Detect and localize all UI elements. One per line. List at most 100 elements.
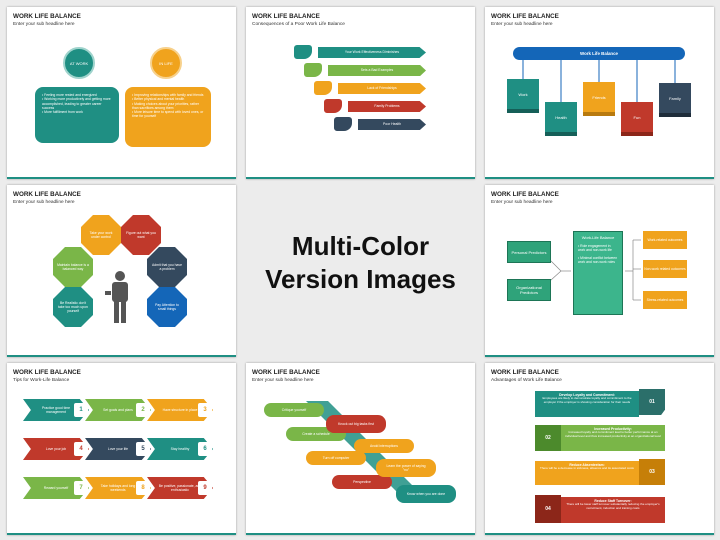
slide-title: WORK LIFE BALANCE	[491, 369, 559, 376]
step-number: 4	[74, 442, 88, 456]
heading-line-1: Multi-Color	[291, 231, 430, 261]
slide-title: WORK LIFE BALANCE	[491, 13, 559, 20]
thumbs-down-icon	[324, 99, 342, 113]
advantage-box: Reduce Staff Turnover: There will be low…	[561, 497, 665, 523]
slide-thumbnail-4[interactable]: WORK LIFE BALANCE Enter your sub headlin…	[7, 185, 236, 357]
slide-title: WORK LIFE BALANCE	[13, 13, 81, 20]
outcome-box: Work-related outcomes	[643, 231, 687, 249]
step-number: 3	[198, 403, 212, 417]
step-number: 7	[74, 481, 88, 495]
slide-thumbnail-6[interactable]: WORK LIFE BALANCE Tips for Work-Life Bal…	[7, 363, 236, 535]
heading-line-2: Version Images	[265, 264, 456, 295]
step-number: 8	[136, 481, 150, 495]
slide-subtitle: Advantages of Work Life Balance	[491, 378, 562, 383]
step-number: 5	[136, 442, 150, 456]
at-work-label: AT WORK	[69, 60, 89, 66]
slide-thumbnail-7[interactable]: WORK LIFE BALANCE Enter your sub headlin…	[246, 363, 475, 535]
item-box: Family	[659, 83, 691, 117]
step-number: 1	[74, 403, 88, 417]
slide-subtitle: Enter your sub headline here	[13, 22, 75, 27]
list-item: • Role engagement in work and non-work l…	[578, 244, 612, 253]
slide-subtitle: Enter your sub headline here	[252, 378, 314, 383]
outcome-box: Non-work related outcomes	[643, 260, 687, 278]
list-item: • Making choices about your priorities, …	[132, 101, 199, 110]
slide-title: WORK LIFE BALANCE	[13, 369, 81, 376]
tip-chevron: Love your job	[23, 438, 89, 460]
item-box: Friends	[583, 82, 615, 116]
tip-chevron: Reward yourself	[23, 477, 89, 499]
thumbs-down-icon	[334, 117, 352, 131]
outcome-box: Stress-related outcomes	[643, 291, 687, 309]
advantage-heading: Reduce Absenteeism:	[569, 463, 605, 467]
step-number: 2	[136, 403, 150, 417]
tip-pill: Avoid interruptions	[354, 439, 414, 453]
list-item: • Working more productively and getting …	[42, 97, 111, 110]
slide-thumbnail-1[interactable]: WORK LIFE BALANCE Enter your sub headlin…	[7, 7, 236, 179]
person-icon	[105, 271, 128, 323]
list-item: Family Problems	[348, 101, 426, 112]
list-item: • Improving relationships with family an…	[132, 93, 204, 97]
tip-octagon: Maintain balance is a balanced way	[53, 247, 93, 287]
advantage-box: Develop Loyalty and Commitment: Employee…	[535, 391, 639, 417]
tip-pill: Turn off computer	[306, 451, 366, 465]
tip-chevron: Love your life	[85, 438, 151, 460]
slide-title: WORK LIFE BALANCE	[252, 369, 320, 376]
slide-thumbnail-3[interactable]: WORK LIFE BALANCE Enter your sub headlin…	[485, 7, 714, 179]
box-heading: Work-Life Balance	[581, 235, 615, 240]
item-box: Work	[507, 79, 539, 113]
slide-subtitle: Enter your sub headline here	[491, 22, 553, 27]
list-item: • Better physical and mental health	[132, 97, 185, 102]
tip-pill: Critique yourself	[264, 403, 324, 417]
list-item: Sets a Bad Examples	[328, 65, 426, 76]
tip-pill: Perspective	[332, 475, 392, 489]
step-number: 9	[198, 481, 212, 495]
thumbs-down-icon	[294, 45, 312, 59]
tip-pill: Know when you are done	[396, 485, 456, 503]
connector-lines	[522, 60, 676, 102]
advantage-heading: Develop Loyalty and Commitment:	[559, 393, 615, 397]
slide-thumbnail-5[interactable]: WORK LIFE BALANCE Enter your sub headlin…	[485, 185, 714, 357]
tip-octagon: Be Realistic don't take too much upon yo…	[53, 287, 93, 327]
predictor-box: Organizational Predictors	[507, 279, 551, 301]
slide-title: WORK LIFE BALANCE	[13, 191, 81, 198]
advantage-box: Reduce Absenteeism: There will be a decr…	[535, 461, 639, 485]
thumbs-down-icon	[314, 81, 332, 95]
advantage-number: 01	[639, 389, 665, 415]
in-life-label: IN LIFE	[159, 60, 173, 66]
predictor-box: Personal Predictors	[507, 241, 551, 263]
slide-subtitle: Enter your sub headline here	[13, 200, 75, 205]
advantage-body: Employees are likely to demonstrate loya…	[542, 396, 632, 404]
advantage-number: 03	[639, 459, 665, 485]
tip-chevron: Stay healthy	[147, 438, 213, 460]
slide-subtitle: Enter your sub headline here	[491, 200, 553, 205]
tip-chevron: Have structure in place	[147, 399, 213, 421]
slide-subtitle: Consequences of a Poor Work Life Balance	[252, 22, 345, 27]
tip-chevron: Practice good time management	[23, 399, 89, 421]
tip-octagon: Take your work under control	[81, 215, 121, 255]
at-work-box: • Feeling more rested and energized • Wo…	[35, 87, 119, 143]
step-number: 6	[198, 442, 212, 456]
list-item: • Feeling more rested and energized	[42, 93, 97, 97]
tip-chevron: Set goals and plans	[85, 399, 151, 421]
advantage-heading: Reduce Staff Turnover:	[594, 499, 632, 503]
list-item: • Minimal conflict between work and non-…	[578, 255, 618, 264]
list-item: Lack of Friendships	[338, 83, 426, 94]
slide-thumbnail-2[interactable]: WORK LIFE BALANCE Consequences of a Poor…	[246, 7, 475, 179]
advantage-number: 04	[535, 495, 561, 523]
thumbs-down-icon	[304, 63, 322, 77]
slide-title: WORK LIFE BALANCE	[491, 191, 559, 198]
balance-bar: Work Life Balance	[513, 47, 685, 60]
list-item: • More fulfillment from work	[42, 110, 83, 114]
list-item: Poor Health	[358, 119, 426, 130]
tip-octagon: Figure out what you want	[121, 215, 161, 255]
slide-thumbnail-8[interactable]: WORK LIFE BALANCE Advantages of Work Lif…	[485, 363, 714, 535]
slide-subtitle: Tips for Work-Life Balance	[13, 378, 70, 383]
tip-pill: Learn the power of saying "no"	[376, 459, 436, 477]
slide-title: WORK LIFE BALANCE	[252, 13, 320, 20]
tip-pill: Knock out big tasks first	[326, 415, 386, 433]
at-work-circle: AT WORK	[63, 47, 95, 79]
list-item: Your Work Effectiveness Diminishes	[318, 47, 426, 58]
advantage-heading: Increased Productivity:	[594, 427, 632, 431]
tip-chevron: Be positive, passionate, and enthusiasti…	[147, 477, 213, 499]
